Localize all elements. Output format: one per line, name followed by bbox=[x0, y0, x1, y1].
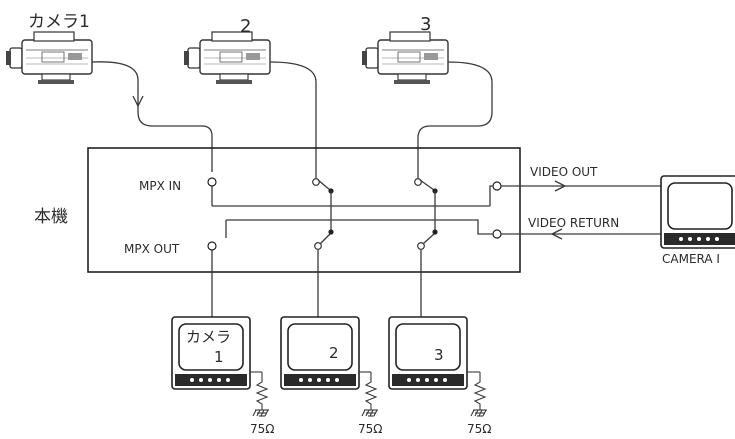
internal-wiring bbox=[207, 177, 662, 318]
video-return-label: VIDEO RETURN bbox=[528, 216, 619, 230]
termination-2-label: 75Ω bbox=[358, 422, 382, 436]
external-monitor bbox=[660, 175, 735, 249]
camera-3 bbox=[361, 31, 449, 85]
unit-box bbox=[87, 147, 521, 273]
termination-1-label: 75Ω bbox=[250, 422, 274, 436]
external-monitor-label: CAMERA I bbox=[662, 252, 720, 266]
monitor-3 bbox=[388, 316, 468, 390]
camera-2-label: 2 bbox=[240, 16, 251, 37]
termination-3-label: 75Ω bbox=[467, 422, 491, 436]
monitor-1-label-line1: カメラ bbox=[186, 328, 231, 346]
mpx-in-label: MPX IN bbox=[139, 179, 181, 193]
camera-1-label: カメラ1 bbox=[28, 12, 90, 32]
camera-2 bbox=[183, 31, 271, 85]
video-out-label: VIDEO OUT bbox=[530, 165, 598, 179]
monitor-1-label-line2: 1 bbox=[214, 348, 224, 366]
camera-cables bbox=[91, 61, 493, 178]
termination-1 bbox=[250, 371, 270, 417]
monitor-2-label: 2 bbox=[329, 344, 339, 362]
monitor-2 bbox=[280, 316, 360, 390]
unit-label: 本機 bbox=[34, 207, 68, 227]
monitor-3-label: 3 bbox=[434, 346, 444, 364]
mpx-out-label: MPX OUT bbox=[124, 242, 180, 256]
termination-2 bbox=[359, 371, 379, 417]
camera-1 bbox=[5, 31, 93, 85]
termination-3 bbox=[467, 371, 488, 417]
camera-3-label: 3 bbox=[420, 14, 431, 35]
